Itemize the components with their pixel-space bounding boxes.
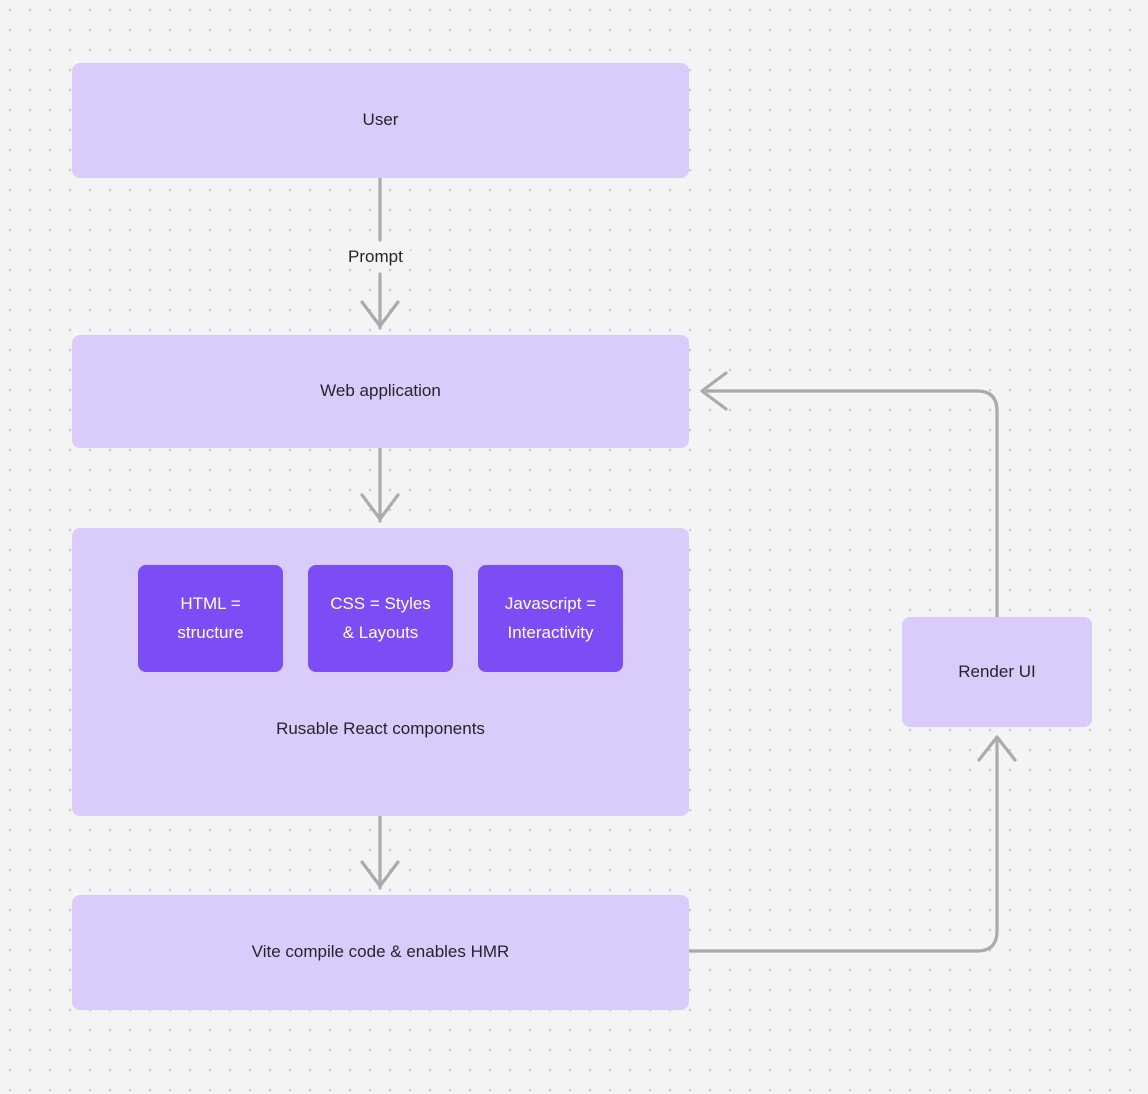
chip-css-label: CSS = Styles & Layouts [330, 593, 431, 642]
edge-label-prompt: Prompt [341, 245, 410, 269]
chip-html-label: HTML = structure [177, 593, 244, 642]
arrowhead-up-render [977, 735, 1017, 762]
arrowhead-down-webapp [360, 300, 400, 328]
group-caption: Rusable React components [276, 719, 485, 738]
chip-html[interactable]: HTML = structure [138, 565, 283, 672]
arrowhead-down-vite [360, 860, 400, 888]
node-react-components-group[interactable]: HTML = structure CSS = Styles & Layouts … [72, 528, 689, 816]
node-vite-label: Vite compile code & enables HMR [251, 942, 510, 962]
node-vite[interactable]: Vite compile code & enables HMR [72, 895, 689, 1010]
chip-javascript[interactable]: Javascript = Interactivity [478, 565, 623, 672]
edge-vite-to-render [687, 738, 999, 953]
arrowhead-down-group [360, 493, 400, 521]
edge-render-to-webapp [705, 389, 999, 619]
arrowhead-left-webapp [700, 371, 728, 411]
node-render-ui[interactable]: Render UI [902, 617, 1092, 727]
chip-javascript-label: Javascript = Interactivity [504, 593, 597, 642]
chip-css[interactable]: CSS = Styles & Layouts [308, 565, 453, 672]
node-user[interactable]: User [72, 63, 689, 178]
chip-row: HTML = structure CSS = Styles & Layouts … [72, 565, 689, 672]
node-render-ui-label: Render UI [958, 661, 1036, 681]
node-user-label: User [362, 110, 399, 130]
node-web-application-label: Web application [320, 381, 441, 401]
node-web-application[interactable]: Web application [72, 335, 689, 448]
